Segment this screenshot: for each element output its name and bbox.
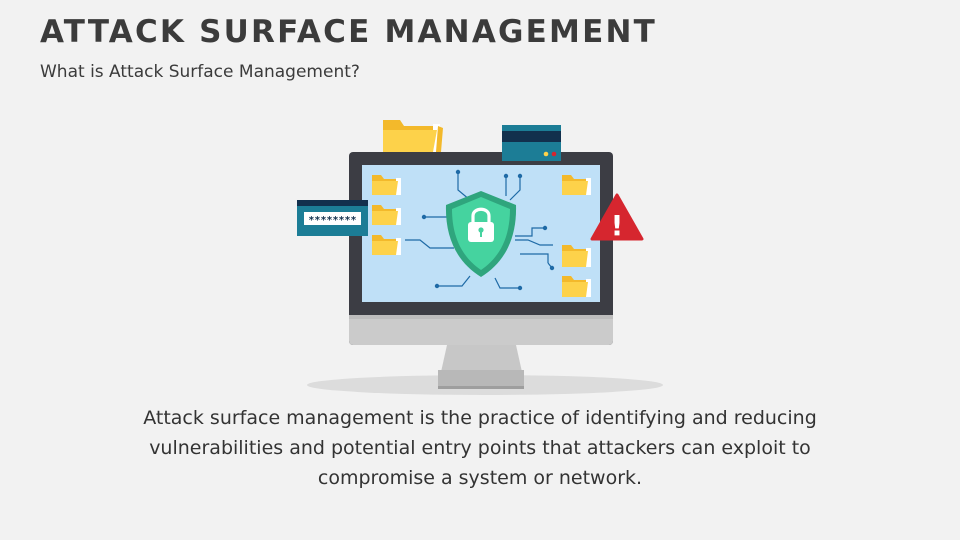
password-mask-text: ******** xyxy=(308,215,356,226)
warning-icon: ! xyxy=(590,193,644,242)
server-card-icon xyxy=(502,125,561,161)
slide-subtitle: What is Attack Surface Management? xyxy=(40,62,360,82)
folder-icon xyxy=(562,276,591,297)
folder-icon xyxy=(562,175,591,195)
slide-description: Attack surface management is the practic… xyxy=(143,407,817,489)
shield-lock-icon xyxy=(445,191,517,277)
circuit-nodes xyxy=(421,169,555,291)
warning-symbol-text: ! xyxy=(611,209,624,242)
folder-icon xyxy=(372,205,401,225)
password-card-icon: ******** xyxy=(297,200,368,236)
large-folder-icon xyxy=(383,120,443,152)
folder-icon xyxy=(562,245,591,267)
monitor-stand xyxy=(438,345,524,389)
folder-icon xyxy=(372,235,401,255)
slide-title: ATTACK SURFACE MANAGEMENT xyxy=(40,14,657,50)
folder-icon xyxy=(372,175,401,195)
circuit-lines xyxy=(405,172,553,289)
